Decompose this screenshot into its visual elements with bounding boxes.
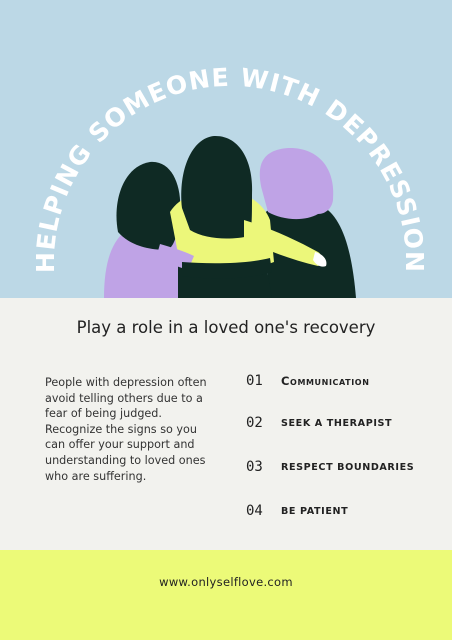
footer-band: www.onlyselflove.com	[0, 550, 452, 640]
hand-white	[313, 252, 327, 267]
header-illustration-area: HELPING SOMEONE WITH DEPRESSION	[0, 0, 452, 298]
step-item-be-patient: 04 BE PATIENT	[246, 503, 348, 519]
website-link[interactable]: www.onlyselflove.com	[159, 575, 293, 589]
step-label: RESPECT BOUNDARIES	[281, 461, 415, 473]
step-label: SEEK A THERAPIST	[281, 417, 393, 429]
content-panel: Play a role in a loved one's recovery Pe…	[0, 298, 452, 550]
left-person-hair	[116, 161, 181, 250]
hugging-arm-dark	[182, 258, 272, 279]
step-number: 03	[246, 459, 263, 475]
step-number: 02	[246, 415, 263, 431]
step-item-seek-therapist: 02 SEEK A THERAPIST	[246, 415, 392, 431]
intro-paragraph: People with depression often avoid telli…	[45, 376, 207, 483]
right-person-hair	[259, 147, 334, 220]
step-label: BE PATIENT	[281, 505, 349, 517]
step-number: 04	[246, 503, 263, 519]
step-item-communication: 01 Communication	[246, 373, 370, 389]
hugging-arm-lime	[244, 220, 323, 266]
step-label: Communication	[281, 374, 370, 388]
step-number: 01	[246, 373, 263, 389]
headline: Play a role in a loved one's recovery	[76, 318, 376, 337]
middle-person-hair	[181, 135, 253, 239]
friends-hugging-illustration	[104, 135, 356, 298]
step-item-respect-boundaries: 03 RESPECT BOUNDARIES	[246, 459, 414, 475]
